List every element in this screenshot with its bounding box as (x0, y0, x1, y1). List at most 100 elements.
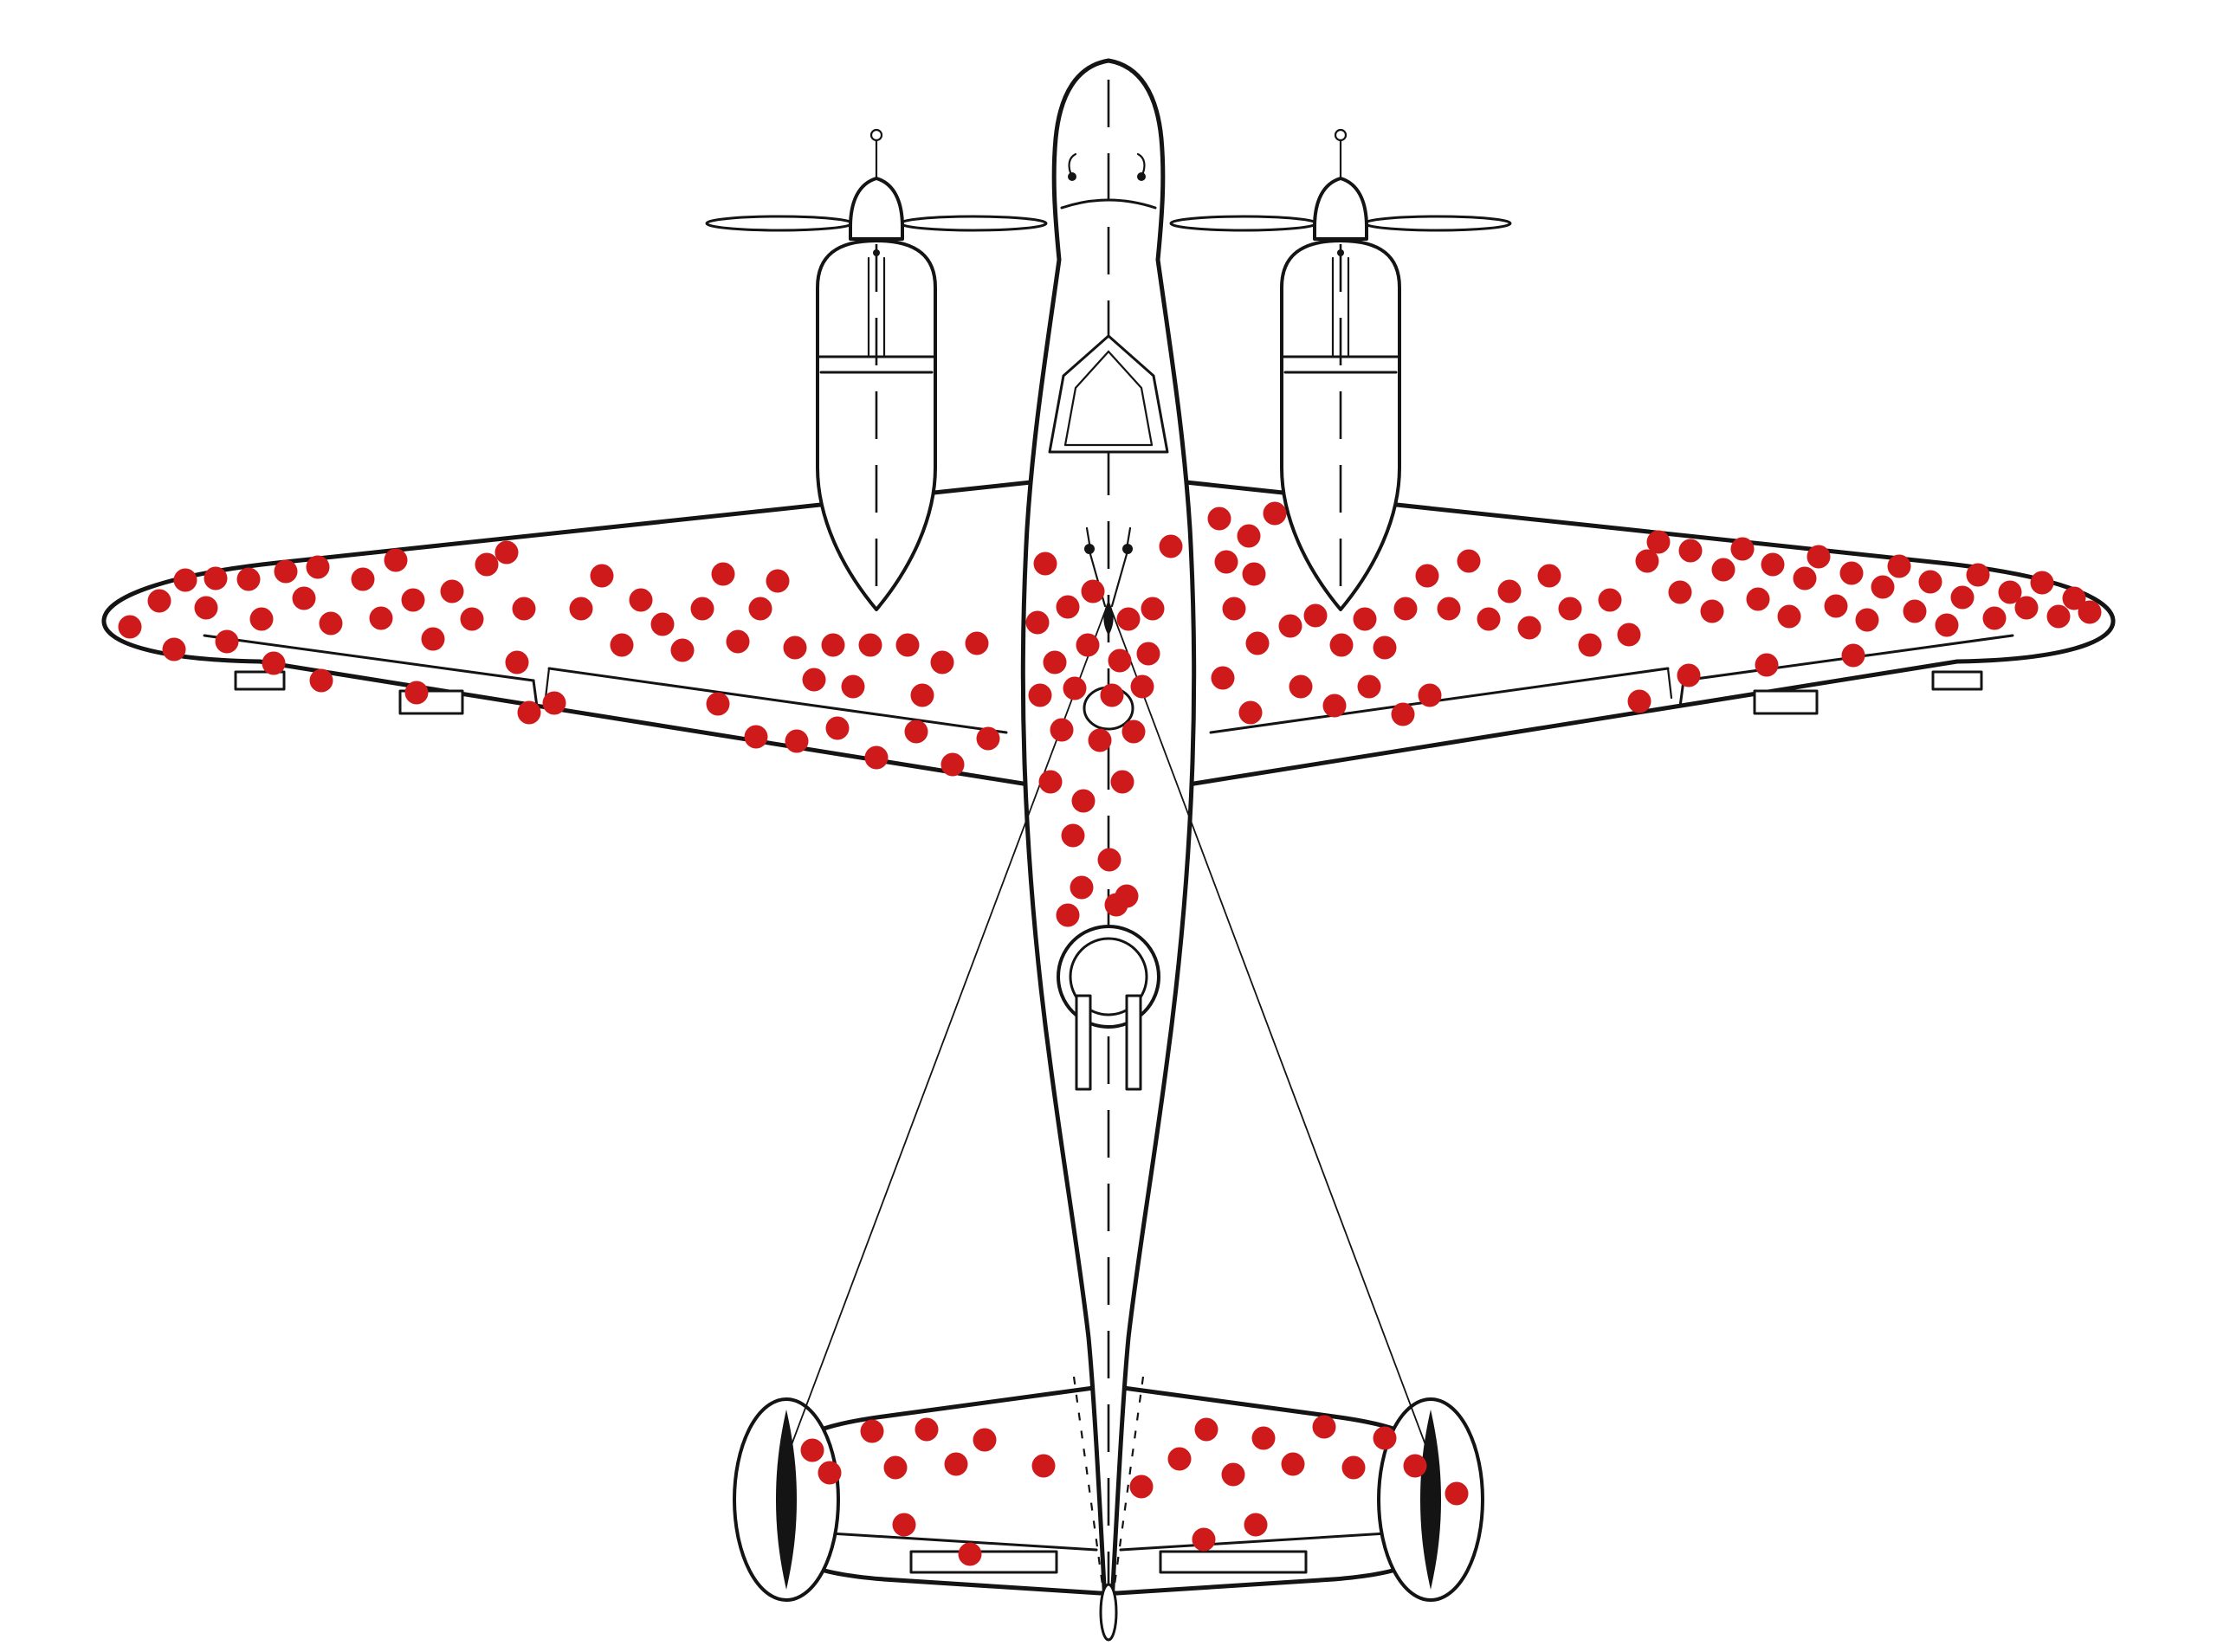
bullet-hole (892, 1513, 916, 1537)
right-spinner-hook (1334, 128, 1348, 142)
antenna-post-left (1084, 544, 1095, 554)
bullet-hole (1071, 789, 1096, 813)
bullet-hole (147, 589, 171, 613)
bullet-hole (818, 1461, 842, 1485)
elevator-hinge-right (1119, 1529, 1431, 1552)
bullet-hole (1070, 875, 1094, 900)
bullet-hole (1129, 1475, 1154, 1499)
dorsal-turret-inner-ring (1069, 937, 1148, 1016)
bullet-hole (204, 566, 228, 590)
bullet-hole (1167, 1447, 1192, 1471)
dorsal-turret-ring (1057, 925, 1160, 1029)
left-nacelle-dot (873, 249, 880, 256)
bullet-hole (1251, 1426, 1276, 1450)
bullet-hole (1222, 597, 1246, 621)
bullet-hole (785, 729, 809, 753)
flap-line-left (547, 667, 1008, 734)
bullet-hole (194, 596, 218, 620)
bullet-hole (1061, 823, 1085, 848)
tail-skid (1099, 1583, 1118, 1642)
bullet-hole (262, 651, 286, 675)
bullet-hole (858, 633, 882, 657)
bullet-hole (1341, 1455, 1366, 1480)
bullet-hole (1855, 608, 1879, 632)
bullet-hole (1517, 616, 1542, 640)
bullet-hole (1578, 633, 1602, 657)
bullet-hole (236, 567, 261, 591)
bullet-hole (1635, 549, 1659, 573)
bullet-hole (1668, 580, 1692, 604)
bracing-wires (784, 610, 1433, 1464)
antenna-post-right (1122, 544, 1133, 554)
antenna-mast (1103, 601, 1114, 636)
antenna-post-left-stem (1085, 526, 1091, 545)
bullet-hole (1777, 604, 1801, 629)
bullet-hole (249, 607, 274, 631)
bullet-hole (1100, 683, 1124, 707)
bullet-hole (1353, 607, 1377, 631)
bullet-hole (1237, 524, 1261, 548)
bullet-hole (1028, 683, 1052, 707)
bullet-hole (590, 564, 614, 588)
bullet-hole (895, 633, 920, 657)
bullet-hole (1807, 545, 1831, 569)
bullet-hole (711, 562, 735, 586)
bullet-hole (1477, 607, 1501, 631)
bullet-hole (1700, 599, 1724, 623)
bullet-hole (1056, 595, 1080, 619)
bullet-hole (1391, 702, 1415, 726)
bullet-hole (800, 1438, 824, 1462)
bullet-hole (610, 633, 634, 657)
bullet-hole (460, 607, 484, 631)
bullet-hole (1289, 674, 1313, 699)
bullet-hole (2078, 600, 2102, 624)
flap-tick-right (1666, 667, 1673, 700)
bullet-hole (1598, 588, 1622, 612)
aileron-trim-tab-right (1753, 689, 1819, 715)
bullet-hole (1214, 550, 1238, 574)
bullet-hole (1357, 674, 1381, 699)
bullet-hole (1050, 718, 1074, 742)
right-propeller-blade-outer (1363, 215, 1512, 232)
bullet-holes (118, 501, 2102, 1566)
bullet-hole (670, 638, 695, 662)
bullet-hole (1403, 1454, 1427, 1478)
bullet-hole (1935, 613, 1959, 637)
bullet-hole (1312, 1415, 1336, 1439)
bullet-hole (940, 752, 965, 777)
bullet-hole (1025, 610, 1050, 635)
bullet-hole (744, 725, 768, 749)
bullet-hole (1646, 530, 1671, 554)
nose-pitot-right-stem (1136, 152, 1146, 178)
bullet-hole (1116, 607, 1141, 631)
antenna-post-right-stem (1126, 526, 1132, 545)
bullet-hole (1871, 575, 1895, 599)
bullet-hole (1678, 539, 1703, 563)
bullet-hole (1192, 1527, 1216, 1552)
bullet-hole (1457, 549, 1481, 573)
bullet-hole (1918, 570, 1942, 594)
bullet-hole (421, 627, 445, 651)
bullet-hole (319, 611, 343, 636)
bullet-hole (1617, 623, 1641, 647)
bullet-hole (1373, 1426, 1397, 1450)
bracing-wire-left (784, 610, 1106, 1464)
bullet-hole (1141, 597, 1165, 621)
bullet-hole (1415, 564, 1439, 588)
wingtip-panel-right (1931, 670, 1983, 691)
bullet-hole (494, 540, 519, 565)
bullet-hole (292, 586, 316, 610)
bullet-hole (1281, 1452, 1305, 1476)
bullet-hole (505, 650, 529, 674)
bullet-hole (1627, 689, 1651, 713)
bullet-hole (1130, 674, 1154, 699)
bullet-hole (766, 569, 790, 593)
left-spinner-hook (869, 128, 883, 142)
bullet-hole (706, 692, 730, 716)
bullet-hole (915, 1417, 939, 1442)
bullet-hole (1242, 562, 1266, 586)
right-propeller-spinner (1313, 177, 1368, 241)
bullet-hole (1322, 694, 1347, 718)
bullet-hole (1903, 599, 1927, 623)
bullet-hole (1558, 597, 1582, 621)
